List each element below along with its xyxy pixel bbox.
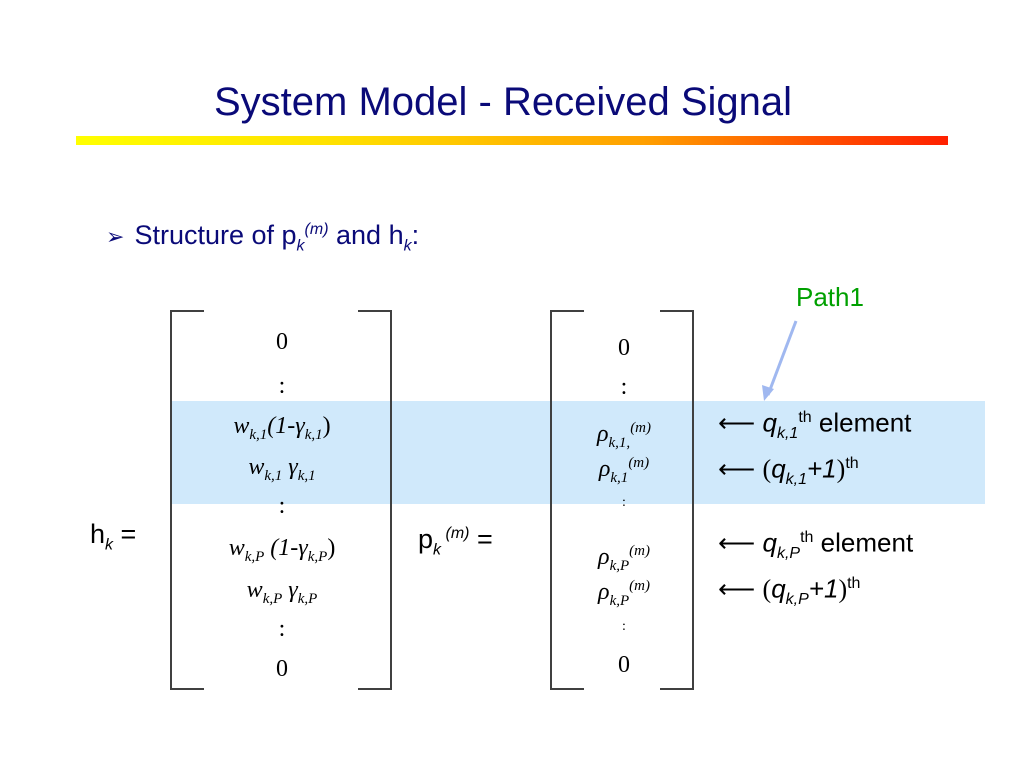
- p-row-dots-3: :: [622, 619, 626, 634]
- title-underline-bar: [76, 136, 948, 145]
- p-vector: 0 : ρk,1,(m) ρk,1(m) : ρk,P(m) ρk,P(m) :…: [564, 0, 684, 768]
- p-row-dots-2: :: [622, 495, 626, 510]
- annotation-qkP-element: ⟵ qk,Pth element: [718, 527, 914, 562]
- path1-highlight-band: [170, 401, 985, 504]
- bullet-text-before: Structure of p: [134, 220, 297, 250]
- p-row-rho-kP-b: ρk,P(m): [598, 578, 650, 609]
- left-arrow-icon: ⟵: [718, 454, 756, 484]
- pk-label: pk (m) =: [418, 524, 493, 559]
- bullet-p-sub: k: [296, 237, 305, 255]
- h-row-w-k1-one-minus-gamma: wk,1(1-γk,1): [233, 413, 331, 443]
- bullet-text-after: :: [411, 220, 420, 250]
- h-vector: 0 : wk,1(1-γk,1) wk,1 γk,1 : wk,P (1-γk,…: [182, 0, 382, 768]
- p-row-rho-k1: ρk,1(m): [598, 455, 650, 486]
- h-row-dots-2: :: [278, 493, 286, 519]
- p-vector-left-bracket: [550, 310, 584, 690]
- p-row-rho-k1-comma: ρk,1,(m): [596, 420, 652, 451]
- annotation-qk1-plus-one: ⟵ (qk,1+1)th: [718, 453, 859, 488]
- left-arrow-icon: ⟵: [718, 528, 756, 558]
- h-row-w-kP-gamma: wk,P γk,P: [246, 577, 318, 607]
- h-row-zero-bottom: 0: [276, 656, 288, 682]
- hk-label: hk =: [90, 519, 137, 554]
- bullet-p-sup: (m): [304, 221, 329, 238]
- h-vector-right-bracket: [358, 310, 392, 690]
- annotation-qkP-plus-one: ⟵ (qk,P+1)th: [718, 573, 861, 608]
- slide-title: System Model - Received Signal: [214, 80, 793, 124]
- h-vector-left-bracket: [170, 310, 204, 690]
- h-row-w-kP-one-minus-gamma: wk,P (1-γk,P): [228, 535, 336, 565]
- h-row-zero-top: 0: [276, 329, 288, 355]
- left-arrow-icon: ⟵: [718, 574, 756, 604]
- h-row-dots-1: :: [278, 373, 286, 399]
- bullet-text-mid: and h: [328, 220, 404, 250]
- h-row-dots-3: :: [278, 616, 286, 642]
- bullet-h-sub: k: [403, 237, 412, 255]
- p-row-rho-kP-a: ρk,P(m): [598, 543, 650, 574]
- p-vector-right-bracket: [660, 310, 694, 690]
- p-row-dots-1: :: [620, 374, 628, 400]
- bullet-structure: ➢Structure of pk(m) and hk:: [106, 212, 419, 264]
- path1-pointer-arrow-icon: [762, 320, 798, 401]
- p-row-zero-top: 0: [618, 335, 630, 361]
- left-arrow-icon: ⟵: [718, 408, 756, 438]
- annotation-qk1-element: ⟵ qk,1th element: [718, 407, 912, 442]
- h-row-w-k1-gamma: wk,1 γk,1: [248, 454, 316, 484]
- path1-label: Path1: [796, 282, 864, 312]
- p-row-zero-bottom: 0: [618, 652, 630, 678]
- bullet-arrow-icon: ➢: [106, 224, 125, 249]
